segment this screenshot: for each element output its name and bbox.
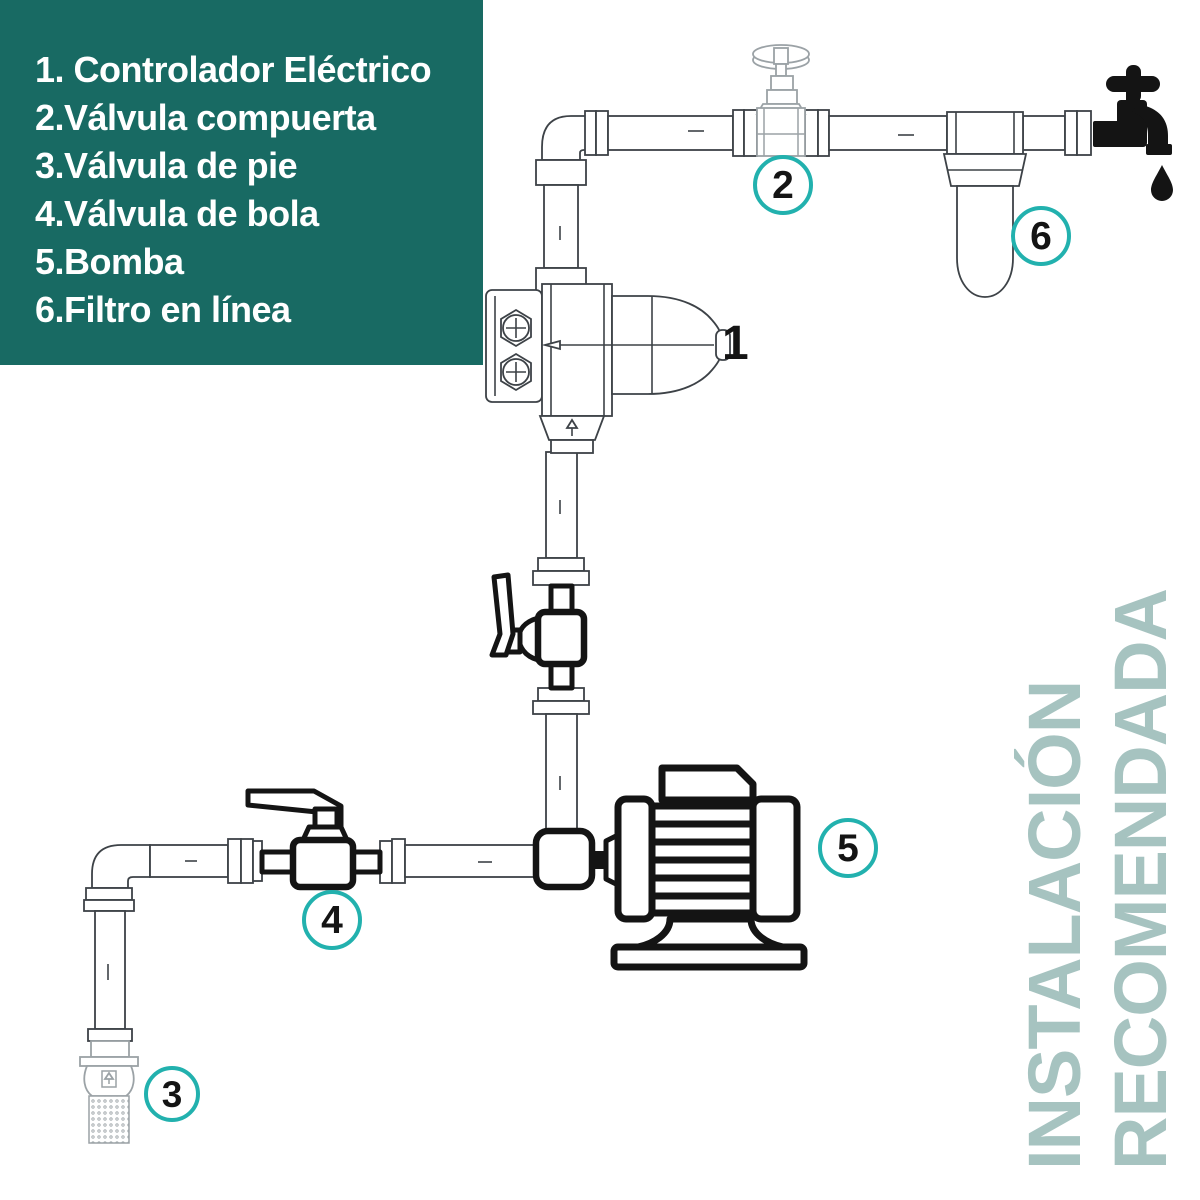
inline-filter-drawing: [942, 111, 1028, 298]
gate-valve-drawing: [752, 44, 810, 157]
ball-valve-drawing: [245, 788, 383, 891]
pipe-dash-marks: [107, 860, 492, 980]
legend-item-pump: 5.Bomba: [35, 241, 184, 282]
discharge-pipe: [532, 109, 1092, 834]
callout-foot-valve: 3: [144, 1066, 200, 1122]
foot-valve-drawing: [79, 1040, 139, 1144]
watermark-text: INSTALACIÓN RECOMENDADA: [1012, 589, 1184, 1170]
watermark-line-1: INSTALACIÓN: [1013, 680, 1096, 1170]
callout-ball-valve: 4: [302, 890, 362, 950]
callout-pump: 5: [818, 818, 878, 878]
callout-inline-filter: 6: [1011, 206, 1071, 266]
pipe-dash-marks: [559, 130, 914, 790]
legend-item-gate-valve: 2.Válvula compuerta: [35, 97, 376, 138]
callout-gate-valve: 2: [753, 155, 813, 215]
legend-item-foot-valve: 3.Válvula de pie: [35, 145, 298, 186]
suction-pipe: [83, 838, 537, 1042]
water-drop-icon: [1151, 165, 1173, 201]
legend-item-ball-valve: 4.Válvula de bola: [35, 193, 319, 234]
legend-item-inline-filter: 6.Filtro en línea: [35, 289, 291, 330]
pump-drawing: [610, 764, 808, 971]
controller-drawing: [485, 283, 731, 454]
legend-item-controller: 1. Controlador Eléctrico: [35, 49, 432, 90]
discharge-ball-valve-drawing: [489, 572, 588, 691]
pump-inlet-fitting-drawing: [532, 827, 623, 891]
faucet-icon: [1093, 65, 1173, 201]
watermark-line-2: RECOMENDADA: [1099, 589, 1182, 1170]
legend-panel: 1. Controlador Eléctrico 2.Válvula compu…: [0, 0, 483, 365]
callout-controller: 1: [722, 317, 749, 370]
